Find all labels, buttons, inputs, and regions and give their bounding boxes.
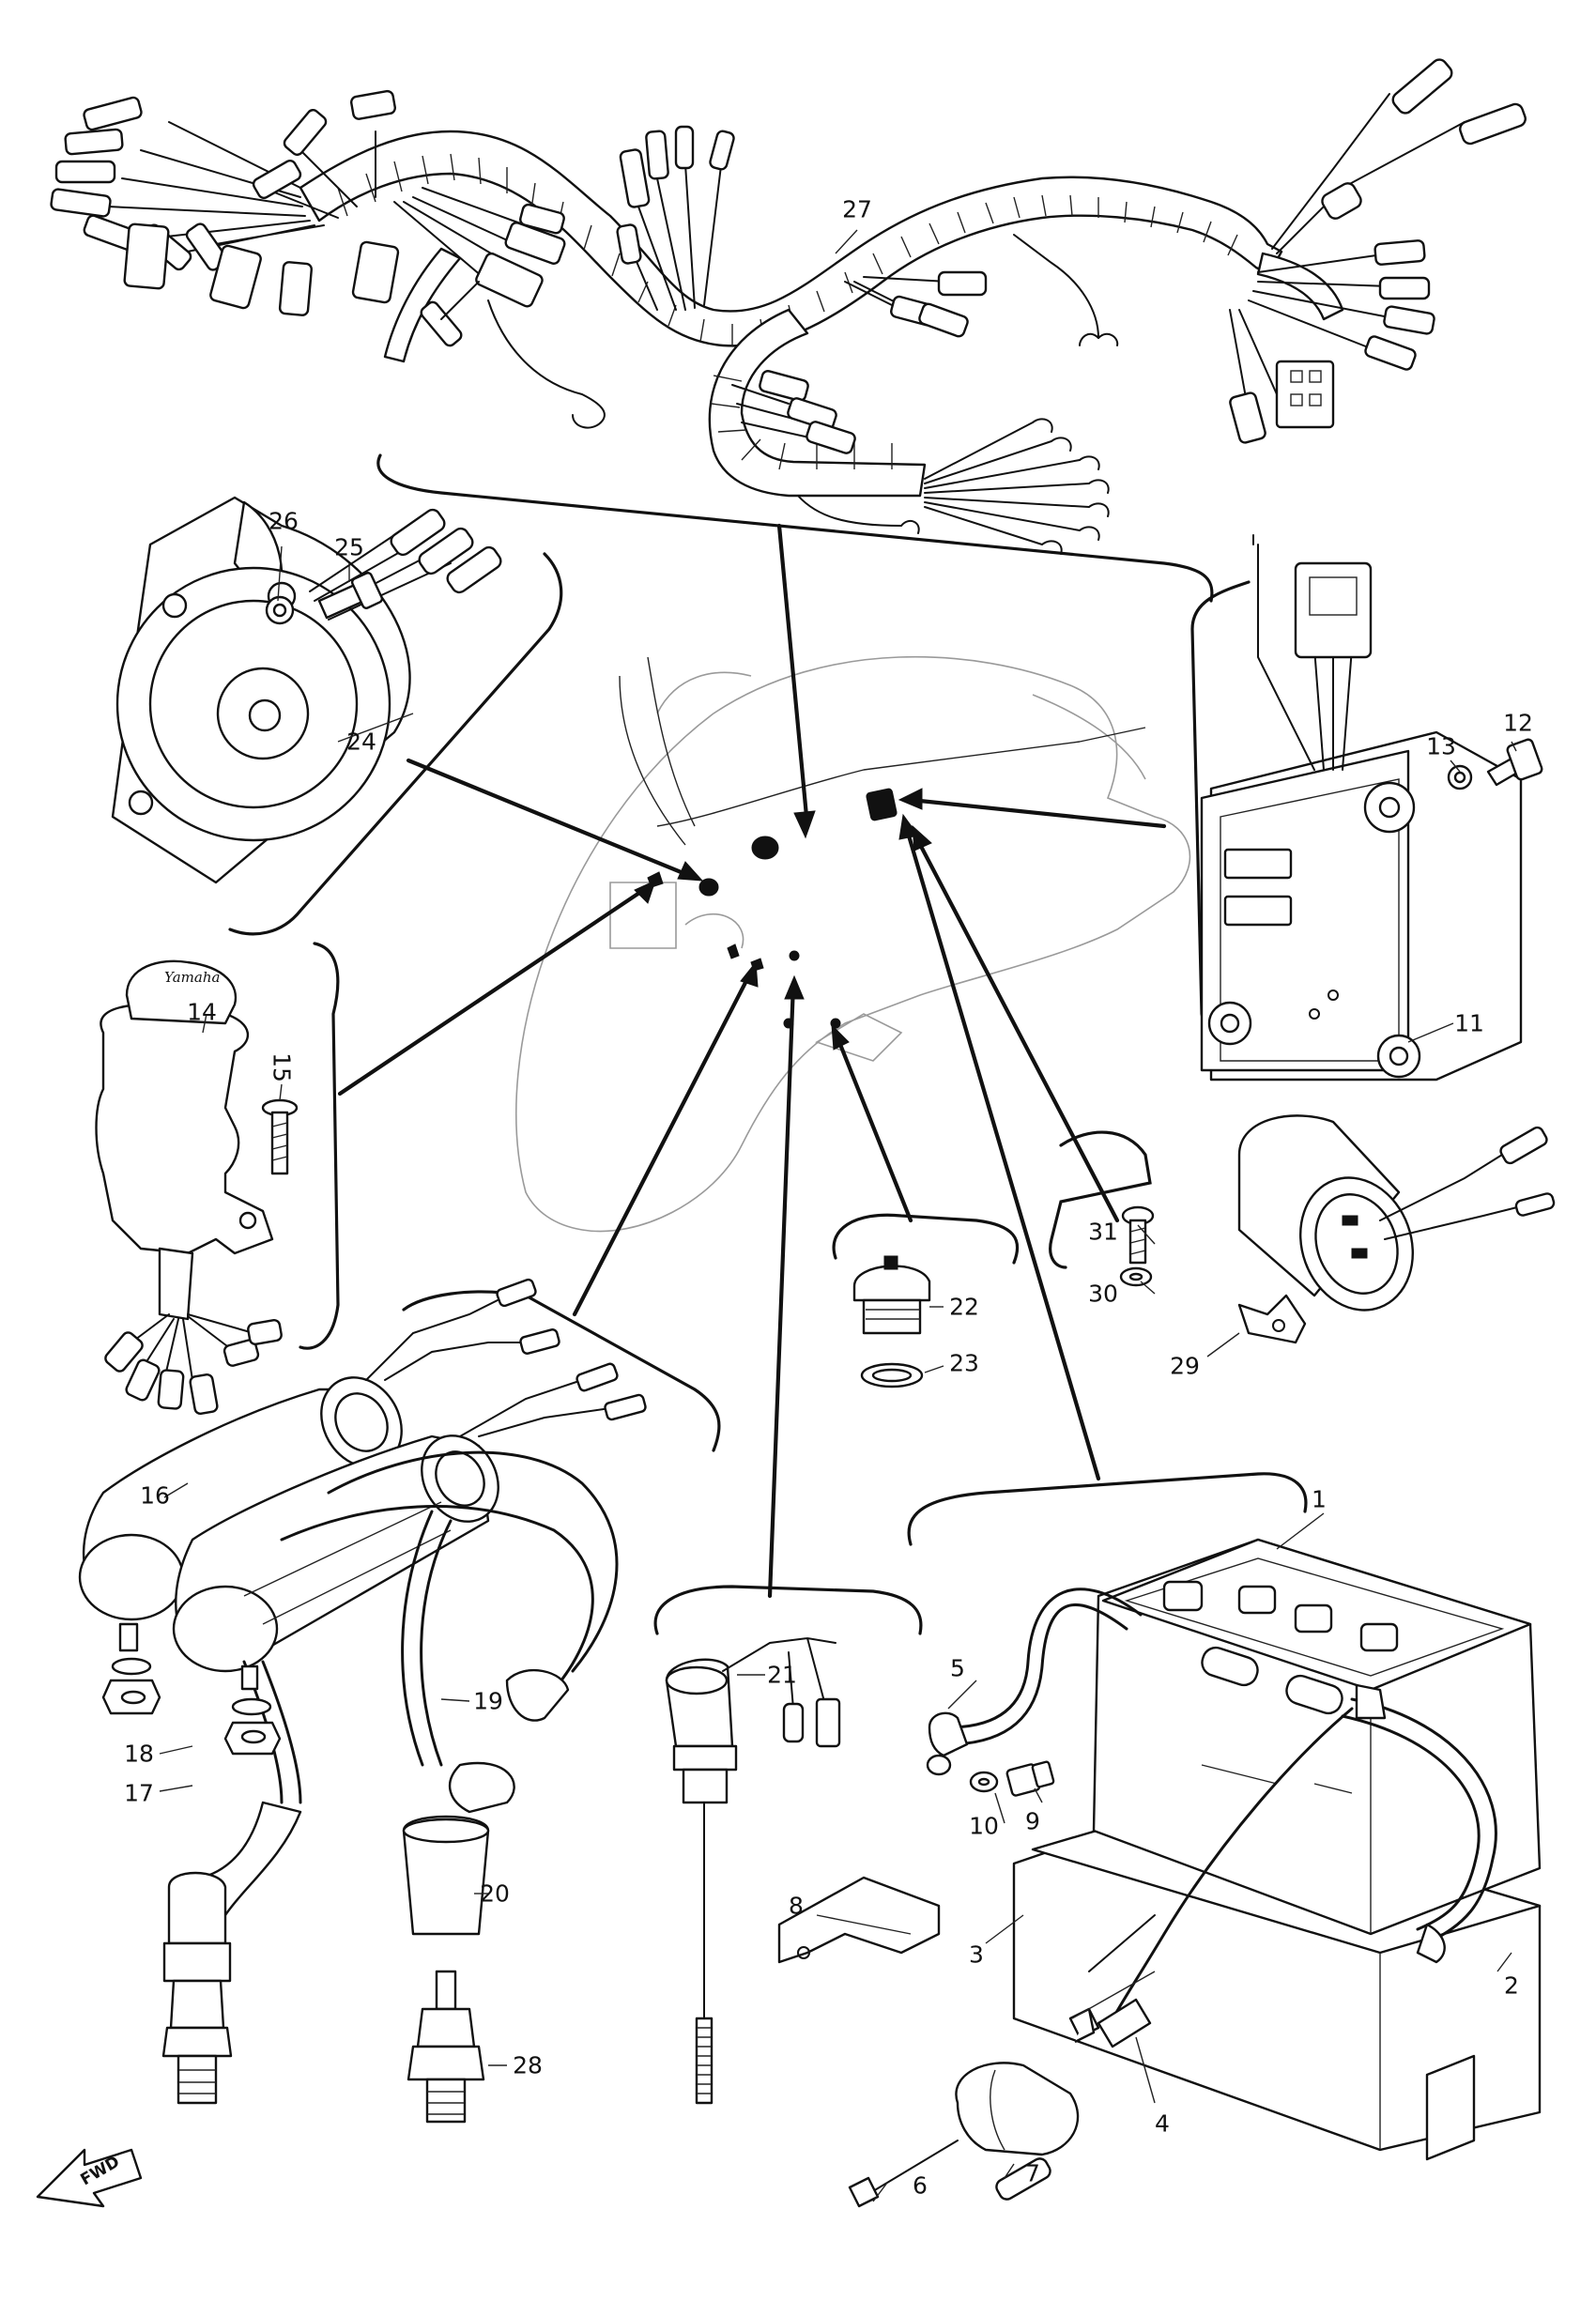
neutral-switch bbox=[852, 1255, 931, 1388]
ignition-coils bbox=[78, 1278, 647, 1804]
harness-right-connectors bbox=[1229, 58, 1527, 444]
pointer-arrows bbox=[337, 523, 1167, 1599]
battery-assembly bbox=[1012, 1538, 1542, 2161]
callout-16: 16 bbox=[140, 1482, 170, 1510]
callout-4: 4 bbox=[1155, 2110, 1170, 2138]
fuse-holder bbox=[848, 1914, 1156, 2208]
callout-22: 22 bbox=[949, 1294, 979, 1321]
callout-13: 13 bbox=[1426, 733, 1456, 760]
callout-25: 25 bbox=[334, 534, 364, 561]
callout-27: 27 bbox=[842, 196, 872, 223]
callout-1: 1 bbox=[1312, 1486, 1327, 1513]
callout-10: 10 bbox=[969, 1813, 999, 1840]
callout-14: 14 bbox=[187, 999, 217, 1026]
callout-24: 24 bbox=[346, 729, 376, 756]
leader-lines bbox=[159, 229, 1517, 2202]
callout-21: 21 bbox=[767, 1662, 797, 1689]
callout-29: 29 bbox=[1170, 1353, 1200, 1380]
sender-switch bbox=[665, 1636, 841, 2105]
callout-9: 9 bbox=[1025, 1808, 1040, 1835]
wiring-harness bbox=[50, 58, 1527, 555]
harness-lower-connectors bbox=[420, 234, 1119, 555]
callout-15: 15 bbox=[269, 1052, 296, 1082]
callout-11: 11 bbox=[1454, 1010, 1484, 1037]
callout-5: 5 bbox=[950, 1655, 965, 1682]
callout-28: 28 bbox=[513, 2052, 543, 2079]
battery-band bbox=[777, 1876, 941, 1964]
callout-7: 7 bbox=[1025, 2160, 1040, 2187]
callout-19: 19 bbox=[473, 1688, 503, 1715]
callout-30: 30 bbox=[1088, 1281, 1118, 1308]
plug-caps-and-plugs bbox=[161, 1762, 515, 2124]
callout-labels: 1 2 3 4 5 6 7 8 9 10 11 12 13 14 15 16 1… bbox=[124, 196, 1533, 2200]
callout-23: 23 bbox=[949, 1350, 979, 1377]
arrow-left-icon bbox=[36, 2148, 143, 2208]
callout-31: 31 bbox=[1088, 1219, 1118, 1246]
harness-top-connectors bbox=[616, 125, 735, 311]
ignition-switch: Yamaha bbox=[95, 959, 283, 1416]
callout-17: 17 bbox=[124, 1780, 154, 1807]
relay-fasteners bbox=[1119, 1205, 1155, 1287]
horn bbox=[111, 496, 502, 884]
callout-12: 12 bbox=[1503, 710, 1533, 737]
callout-18: 18 bbox=[124, 1741, 154, 1768]
callout-8: 8 bbox=[789, 1893, 804, 1920]
forward-direction-marker: FWD bbox=[36, 2148, 143, 2208]
callout-6: 6 bbox=[913, 2172, 928, 2200]
callout-3: 3 bbox=[969, 1941, 984, 1969]
regulator bbox=[1200, 534, 1523, 1081]
callout-20: 20 bbox=[480, 1880, 510, 1908]
horn-fasteners bbox=[265, 572, 384, 625]
location-markers bbox=[647, 788, 898, 1029]
battery-positive-cable bbox=[1097, 1683, 1497, 2048]
battery-terminal-fasteners bbox=[969, 1760, 1055, 1797]
harness-left-connectors bbox=[50, 89, 566, 316]
callout-2: 2 bbox=[1504, 1972, 1519, 2000]
motorcycle-outline bbox=[515, 655, 1191, 1233]
ignition-screw bbox=[261, 1098, 299, 1175]
ignition-key-brand: Yamaha bbox=[164, 969, 220, 986]
battery-negative-cable bbox=[926, 1588, 1143, 1776]
starter-relay bbox=[1237, 1114, 1556, 1344]
callout-26: 26 bbox=[269, 508, 299, 535]
